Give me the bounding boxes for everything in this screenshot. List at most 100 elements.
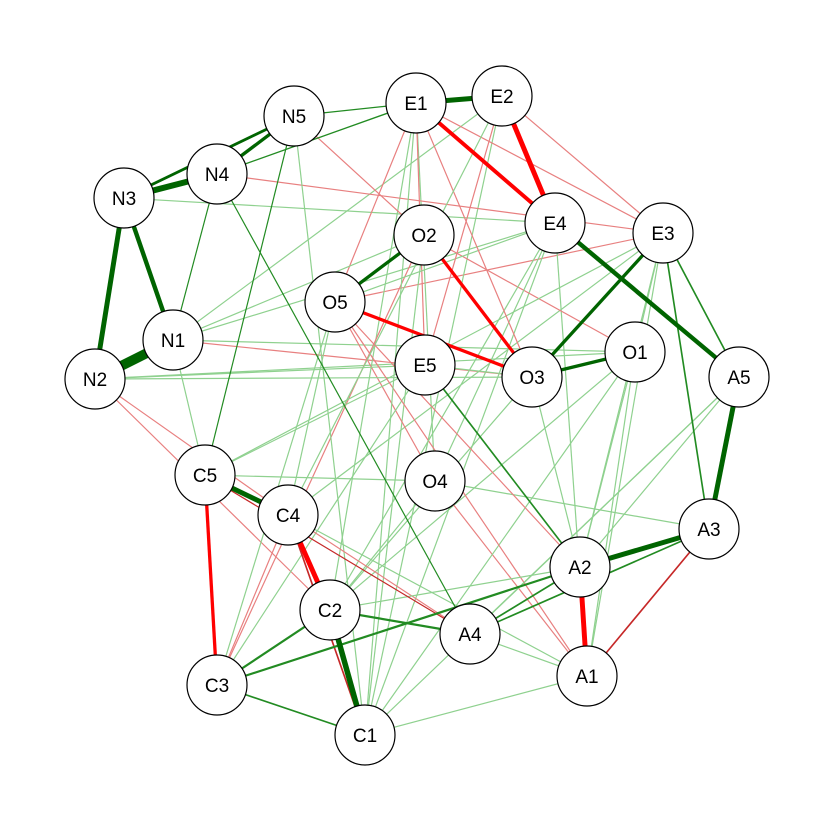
node-O2: O2 bbox=[393, 204, 455, 266]
edge-E2-E3 bbox=[501, 95, 664, 234]
node-label: O5 bbox=[322, 293, 347, 314]
edge-E2-C4 bbox=[287, 95, 503, 516]
edge-E1-C2 bbox=[329, 102, 417, 611]
node-label: O4 bbox=[422, 472, 448, 493]
node-circle bbox=[604, 321, 666, 383]
edge-E4-A5 bbox=[553, 221, 741, 379]
edge-E1-C1 bbox=[364, 102, 417, 736]
edge-O4-A3 bbox=[434, 480, 710, 530]
edge-E5-A2 bbox=[424, 364, 581, 568]
edge-E3-A3 bbox=[662, 232, 710, 530]
edge-O3-A2 bbox=[531, 376, 581, 568]
edge-E1-O5 bbox=[334, 102, 417, 303]
edge-E5-C5 bbox=[204, 364, 426, 476]
node-label: E3 bbox=[651, 224, 674, 245]
node-C1: C1 bbox=[334, 704, 396, 766]
node-label: N3 bbox=[112, 189, 136, 210]
edge-N4-E3 bbox=[216, 173, 664, 234]
edge-C4-A4 bbox=[287, 514, 471, 635]
node-label: E2 bbox=[490, 87, 513, 108]
node-E3: E3 bbox=[632, 202, 694, 264]
node-O3: O3 bbox=[501, 346, 563, 408]
node-circle bbox=[393, 204, 455, 266]
edge-E1-O4 bbox=[415, 102, 436, 482]
edge-O3-N2 bbox=[94, 376, 533, 380]
node-C5: C5 bbox=[174, 444, 236, 506]
edge-O5-C4 bbox=[287, 301, 336, 516]
node-C4: C4 bbox=[257, 484, 319, 546]
node-label: A3 bbox=[697, 520, 720, 541]
edge-O4-C5 bbox=[204, 474, 436, 482]
node-label: C3 bbox=[205, 676, 229, 697]
node-A5: A5 bbox=[708, 346, 770, 408]
node-circle bbox=[299, 579, 361, 641]
node-circle bbox=[678, 498, 740, 560]
node-circle bbox=[524, 192, 586, 254]
edge-N1-E2 bbox=[172, 95, 503, 341]
edge-A2-A5 bbox=[579, 376, 740, 568]
node-E5: E5 bbox=[394, 334, 456, 396]
node-label: O3 bbox=[519, 368, 544, 389]
edge-O2-N1 bbox=[172, 234, 425, 341]
node-circle bbox=[186, 143, 248, 205]
edge-A2-C2 bbox=[329, 566, 581, 611]
edge-N4-E1 bbox=[216, 102, 417, 175]
edge-A4-A5 bbox=[469, 376, 740, 635]
edge-E5-N2 bbox=[94, 364, 426, 380]
node-label: E1 bbox=[404, 94, 427, 115]
edge-N4-A4 bbox=[216, 173, 471, 635]
edge-N3-E4 bbox=[123, 197, 556, 224]
edge-O2-C3 bbox=[216, 234, 425, 686]
edge-C3-A2 bbox=[216, 565, 581, 687]
node-label: O1 bbox=[622, 343, 647, 364]
node-label: N5 bbox=[282, 107, 306, 128]
node-circle bbox=[186, 654, 248, 716]
edge-C4-C3 bbox=[216, 514, 289, 686]
edge-E3-O3 bbox=[530, 231, 665, 379]
edge-N5-C1 bbox=[293, 115, 366, 736]
edge-E1-O3 bbox=[415, 102, 533, 378]
edge-E2-E5 bbox=[424, 95, 503, 366]
node-N5: N5 bbox=[263, 85, 325, 147]
node-circle bbox=[257, 484, 319, 546]
node-A3: A3 bbox=[678, 498, 740, 560]
edge-E3-A2 bbox=[579, 232, 664, 568]
node-O1: O1 bbox=[604, 321, 666, 383]
edge-E1-E4 bbox=[414, 101, 557, 225]
node-label: A5 bbox=[727, 368, 750, 389]
edge-O2-C1 bbox=[364, 234, 425, 736]
edge-C4-A1 bbox=[287, 514, 588, 677]
node-label: C5 bbox=[193, 466, 217, 487]
edge-E4-C2 bbox=[329, 222, 556, 611]
node-A2: A2 bbox=[549, 536, 611, 598]
edge-C5-C3 bbox=[203, 474, 219, 686]
edge-A1-E3 bbox=[586, 232, 664, 677]
node-circle bbox=[93, 167, 155, 229]
node-circle bbox=[174, 444, 236, 506]
node-circle bbox=[471, 65, 533, 127]
edge-N2-C4 bbox=[94, 378, 289, 516]
node-N4: N4 bbox=[186, 143, 248, 205]
node-N2: N2 bbox=[64, 348, 126, 410]
node-E2: E2 bbox=[471, 65, 533, 127]
node-circle bbox=[64, 348, 126, 410]
edge-O5-O4 bbox=[334, 301, 436, 482]
node-label: E5 bbox=[413, 356, 436, 377]
node-circle bbox=[394, 334, 456, 396]
edge-O1-A1 bbox=[586, 351, 636, 677]
node-circle bbox=[385, 72, 447, 134]
node-label: A4 bbox=[458, 625, 482, 646]
edge-O4-E4 bbox=[434, 222, 556, 482]
node-A4: A4 bbox=[439, 603, 501, 665]
edge-O1-C2 bbox=[329, 351, 636, 611]
node-label: O2 bbox=[411, 226, 436, 247]
node-label: C2 bbox=[318, 601, 342, 622]
edge-C5-A4 bbox=[204, 474, 471, 635]
edge-E3-C4 bbox=[287, 232, 664, 516]
edge-E1-E3 bbox=[415, 102, 664, 234]
node-circle bbox=[142, 309, 204, 371]
node-circle bbox=[556, 645, 618, 707]
node-label: C1 bbox=[353, 726, 377, 747]
